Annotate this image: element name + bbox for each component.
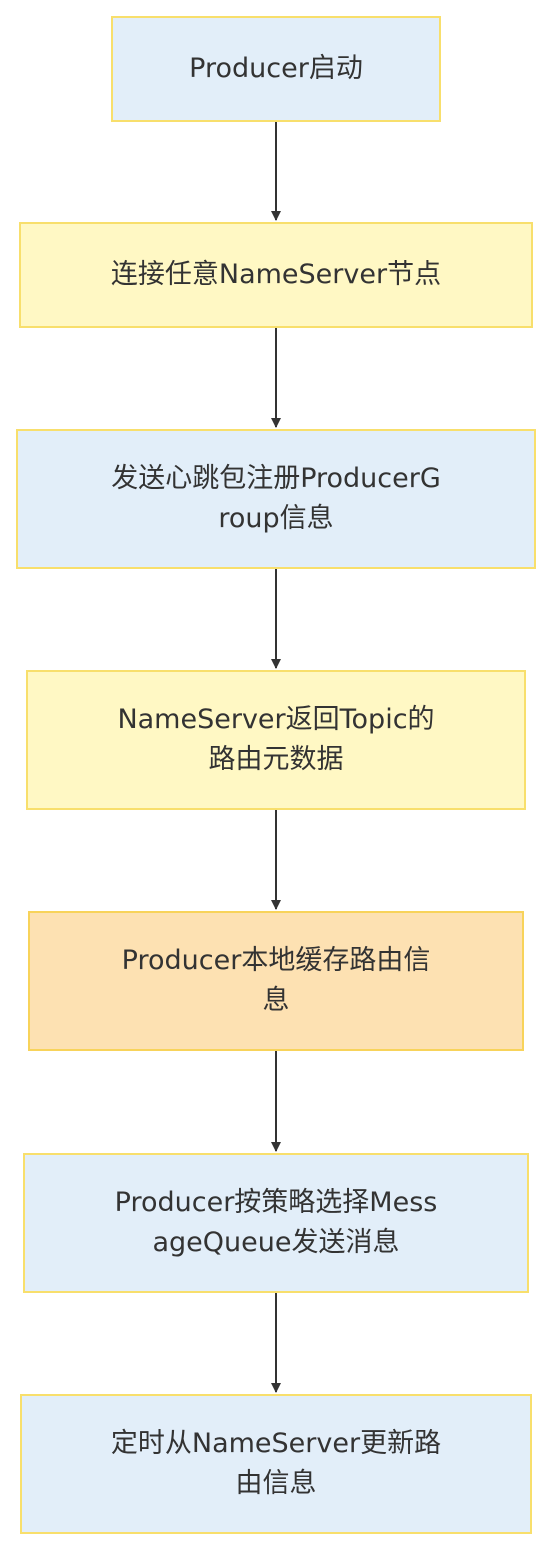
- node-label: 定时从NameServer更新路 由信息: [110, 1428, 442, 1499]
- node-connect-nameserver: 连接任意NameServer节点: [19, 222, 533, 328]
- node-producer-start: Producer启动: [111, 16, 441, 122]
- node-label: NameServer返回Topic的 路由元数据: [117, 704, 435, 775]
- node-label: Producer按策略选择Mess ageQueue发送消息: [114, 1187, 438, 1258]
- node-label: Producer本地缓存路由信 息: [121, 945, 431, 1016]
- node-label: 连接任意NameServer节点: [110, 259, 442, 290]
- node-periodic-route-update: 定时从NameServer更新路 由信息: [20, 1394, 532, 1534]
- node-return-route-metadata: NameServer返回Topic的 路由元数据: [26, 670, 526, 810]
- node-select-message-queue: Producer按策略选择Mess ageQueue发送消息: [23, 1153, 529, 1293]
- node-send-heartbeat: 发送心跳包注册ProducerG roup信息: [16, 429, 536, 569]
- node-label: 发送心跳包注册ProducerG roup信息: [111, 463, 441, 534]
- node-label: Producer启动: [189, 53, 363, 84]
- node-cache-route-info: Producer本地缓存路由信 息: [28, 911, 524, 1051]
